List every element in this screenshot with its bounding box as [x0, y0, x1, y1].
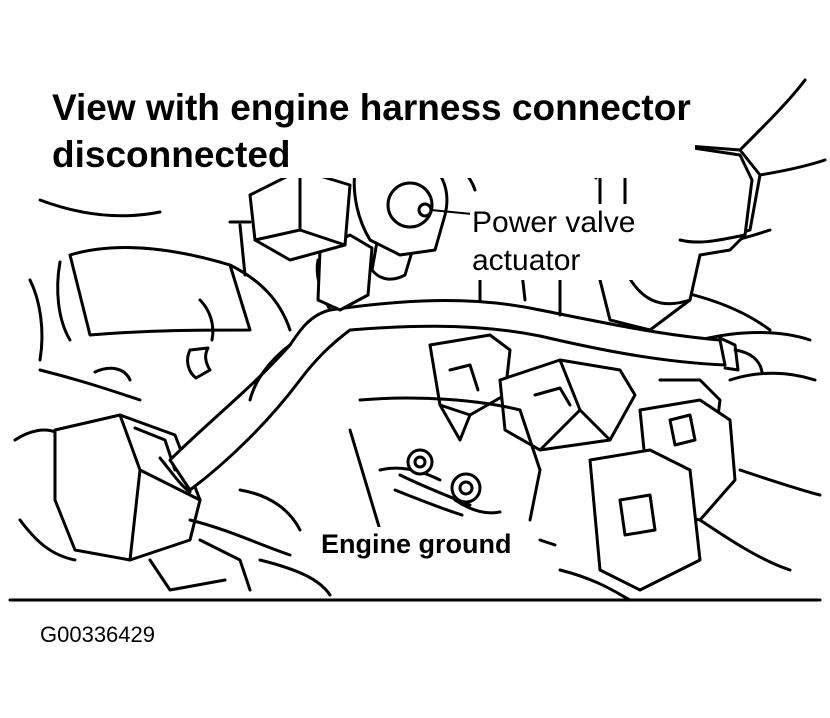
- intake-duct: [28, 220, 292, 402]
- power-valve-label-line-1: Power valve: [472, 206, 636, 239]
- left-connector-block: [13, 413, 252, 592]
- center-connectors: [428, 333, 737, 592]
- engine-ground-callout: Engine ground: [318, 527, 515, 561]
- title-line-1: View with engine harness connector: [52, 87, 691, 128]
- title-line-2: disconnected: [52, 134, 291, 175]
- diagram-title: View with engine harness connector disco…: [48, 84, 695, 178]
- power-valve-actuator-callout: Power valve actuator: [470, 204, 638, 280]
- power-valve-label-line-2: actuator: [472, 244, 581, 277]
- lower-components: [8, 468, 822, 602]
- engine-ground-bolts: [348, 396, 557, 547]
- figure-id: G00336429: [40, 622, 155, 647]
